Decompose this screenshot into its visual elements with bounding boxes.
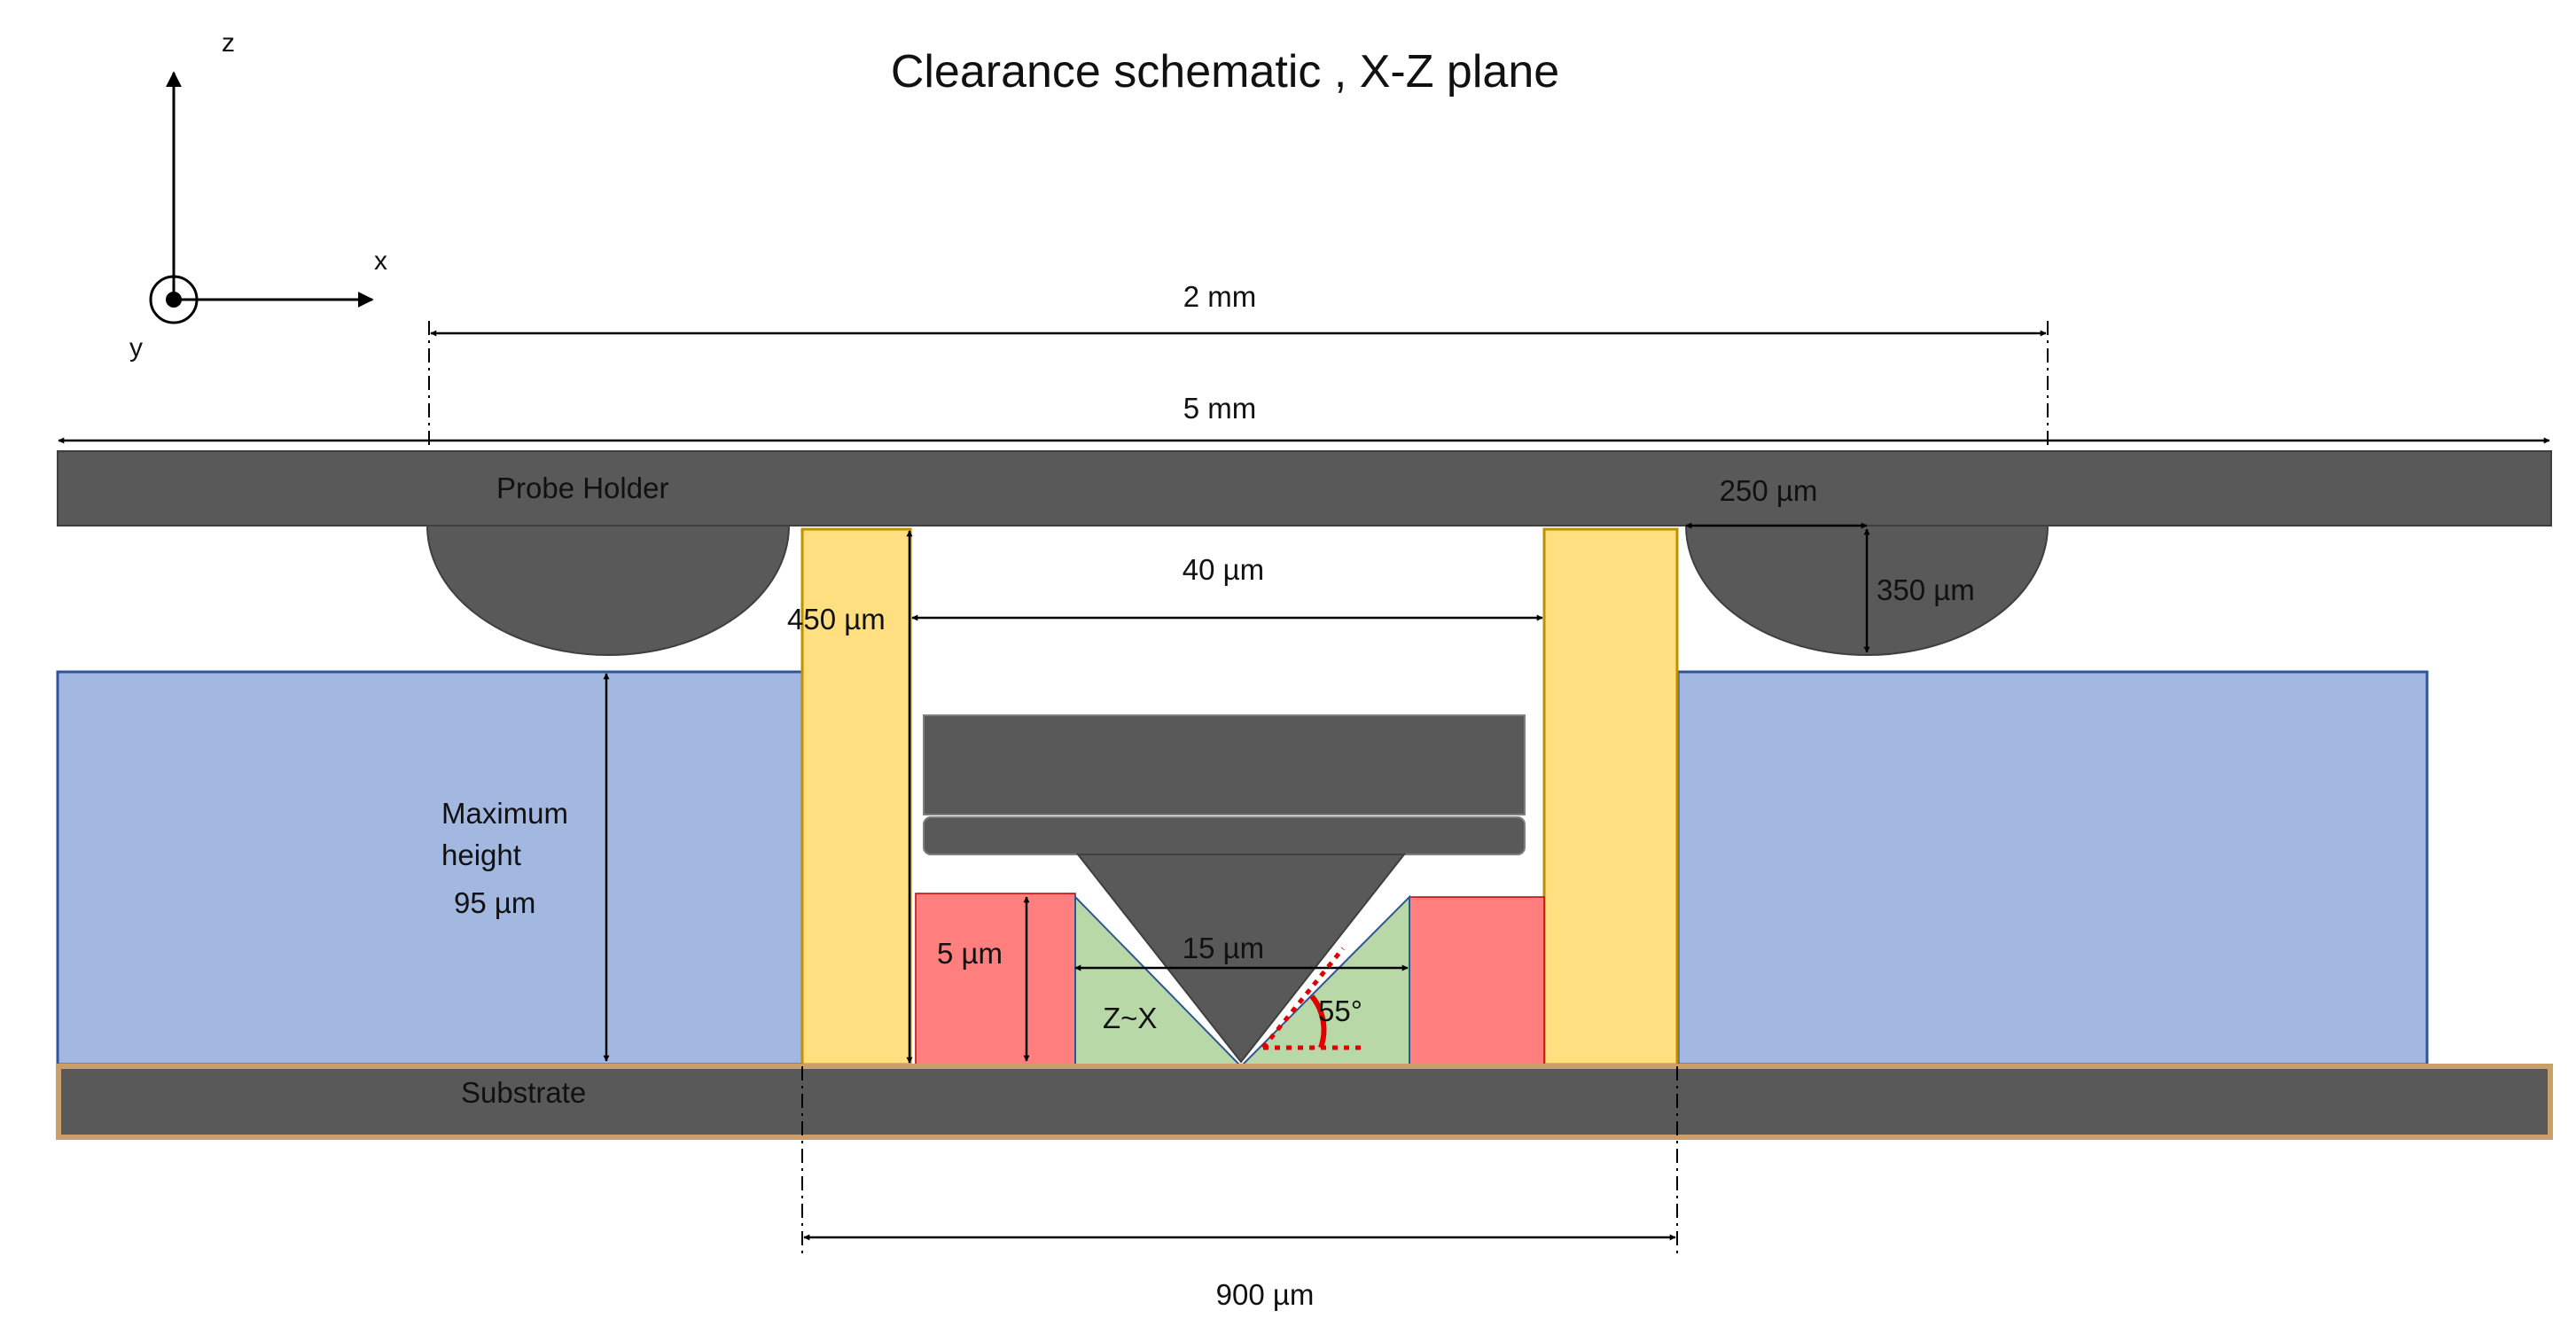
probe-cantilever bbox=[923, 816, 1526, 855]
probe-holder-bump-left bbox=[425, 525, 791, 656]
yellow-post-left bbox=[800, 527, 912, 1066]
max-height-label-line1: Maximum bbox=[441, 797, 568, 830]
z-axis-label: z bbox=[222, 28, 235, 58]
dimension-label-2mm: 2 mm bbox=[1183, 280, 1257, 313]
red-block-right bbox=[1409, 896, 1545, 1065]
y-axis-dot bbox=[166, 292, 182, 308]
coordinate-axes: z x y bbox=[129, 28, 387, 363]
yellow-post-right bbox=[1542, 527, 1679, 1066]
dimension-label-5mm: 5 mm bbox=[1183, 392, 1257, 425]
probe-chip bbox=[923, 714, 1526, 815]
dimension-label-15um: 15 µm bbox=[1183, 932, 1264, 964]
angle-arc bbox=[1309, 994, 1327, 1049]
diagram-title: Clearance schematic , X-Z plane bbox=[891, 46, 1559, 98]
angle-sideline-dotted bbox=[1261, 947, 1345, 1049]
probe-holder-label: Probe Holder bbox=[496, 472, 668, 504]
angle-marker bbox=[1261, 947, 1365, 1050]
dimension-label-450um: 450 µm bbox=[787, 603, 886, 636]
substrate-bar bbox=[56, 1064, 2553, 1140]
blue-block-left bbox=[56, 670, 804, 1066]
angle-label: 55° bbox=[1318, 994, 1362, 1027]
y-axis-label: y bbox=[129, 333, 143, 363]
blue-block-right bbox=[1676, 670, 2429, 1066]
x-axis-label: x bbox=[374, 246, 387, 276]
dimension-label-40um: 40 µm bbox=[1183, 553, 1264, 586]
substrate-label: Substrate bbox=[461, 1076, 586, 1109]
dimension-label-5um: 5 µm bbox=[937, 937, 1003, 970]
max-height-label-line2: height bbox=[441, 838, 521, 871]
dimension-label-350um: 350 µm bbox=[1877, 573, 1975, 606]
y-axis-circle bbox=[149, 275, 199, 324]
max-height-value: 95 µm bbox=[454, 886, 535, 919]
red-block-left bbox=[915, 893, 1076, 1065]
probe-tip bbox=[1075, 854, 1407, 1064]
zx-label: Z~X bbox=[1103, 1002, 1157, 1034]
dimension-label-250um: 250 µm bbox=[1720, 474, 1818, 507]
probe-holder-bar bbox=[57, 450, 2552, 526]
dimension-label-900um: 900 µm bbox=[1216, 1278, 1315, 1311]
